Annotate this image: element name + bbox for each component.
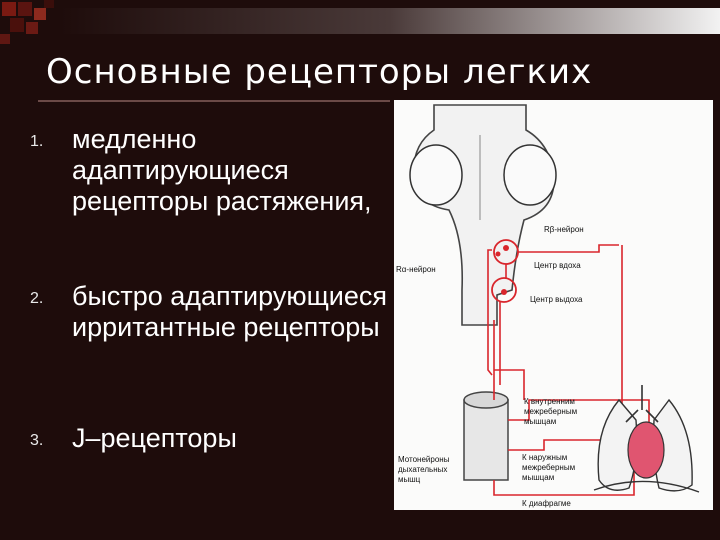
neuron-dot (501, 289, 507, 295)
spinal-cord (463, 399, 509, 481)
neuron-dot (503, 245, 509, 251)
brainstem-outline (413, 104, 555, 326)
right-lobe (503, 144, 557, 206)
list-item: 2. быстро адаптирующиеся ирритантные рец… (28, 281, 388, 423)
expiration-center (491, 277, 517, 303)
spinal-cord-top (463, 391, 509, 409)
receptor-list: 1. медленно адаптирующиеся рецепторы рас… (28, 124, 388, 454)
diagram-svg: Rβ-нейрон Rα-нейрон Центр вдоха Центр вы… (396, 104, 700, 508)
list-number: 1. (30, 133, 44, 150)
decor-square (34, 8, 46, 20)
decor-square (2, 2, 16, 16)
internal-muscles-label-1: К внутренним (524, 397, 575, 406)
list-item: 1. медленно адаптирующиеся рецепторы рас… (28, 124, 388, 281)
header-decoration (0, 0, 720, 44)
rb-neuron-label: Rβ-нейрон (544, 225, 584, 234)
slide-title: Основные рецепторы легких (46, 52, 593, 92)
decor-square (10, 18, 24, 32)
motoneurons-label-1: Мотонейроны (398, 455, 450, 464)
ra-neuron-label: Rα-нейрон (396, 265, 436, 274)
internal-muscles-label-3: мышцам (524, 417, 556, 426)
decor-square (44, 0, 54, 8)
external-muscles-label-2: межреберным (522, 463, 575, 472)
decor-square (26, 22, 38, 34)
left-lobe (409, 144, 463, 206)
title-underline (38, 100, 390, 102)
inspiration-center-label: Центр вдоха (534, 261, 581, 270)
neuron-dot (495, 251, 501, 257)
list-item-text: J–рецепторы (72, 423, 237, 453)
diaphragm-label: К диафрагме (522, 499, 571, 508)
list-item-text: быстро адаптирующиеся ирритантные рецепт… (72, 281, 388, 342)
decor-square (18, 2, 32, 16)
list-number: 3. (30, 432, 44, 449)
internal-muscles-label-2: межреберным (524, 407, 577, 416)
motoneurons-label-2: дыхательных (398, 465, 447, 474)
list-item-text: медленно адаптирующиеся рецепторы растяж… (72, 124, 372, 216)
heart (627, 421, 665, 479)
list-number: 2. (30, 290, 44, 307)
list-item: 3. J–рецепторы (28, 423, 388, 454)
motoneurons-label-3: мышц (398, 475, 421, 484)
external-muscles-label-3: мышцам (522, 473, 554, 482)
expiration-center-label: Центр выдоха (530, 295, 583, 304)
diaphragm (593, 480, 700, 493)
trachea (625, 385, 659, 423)
external-muscles-label-1: К наружным (522, 453, 567, 462)
decor-square (0, 34, 10, 44)
header-gradient-bar (60, 8, 720, 34)
respiratory-control-diagram: Rβ-нейрон Rα-нейрон Центр вдоха Центр вы… (394, 100, 713, 510)
